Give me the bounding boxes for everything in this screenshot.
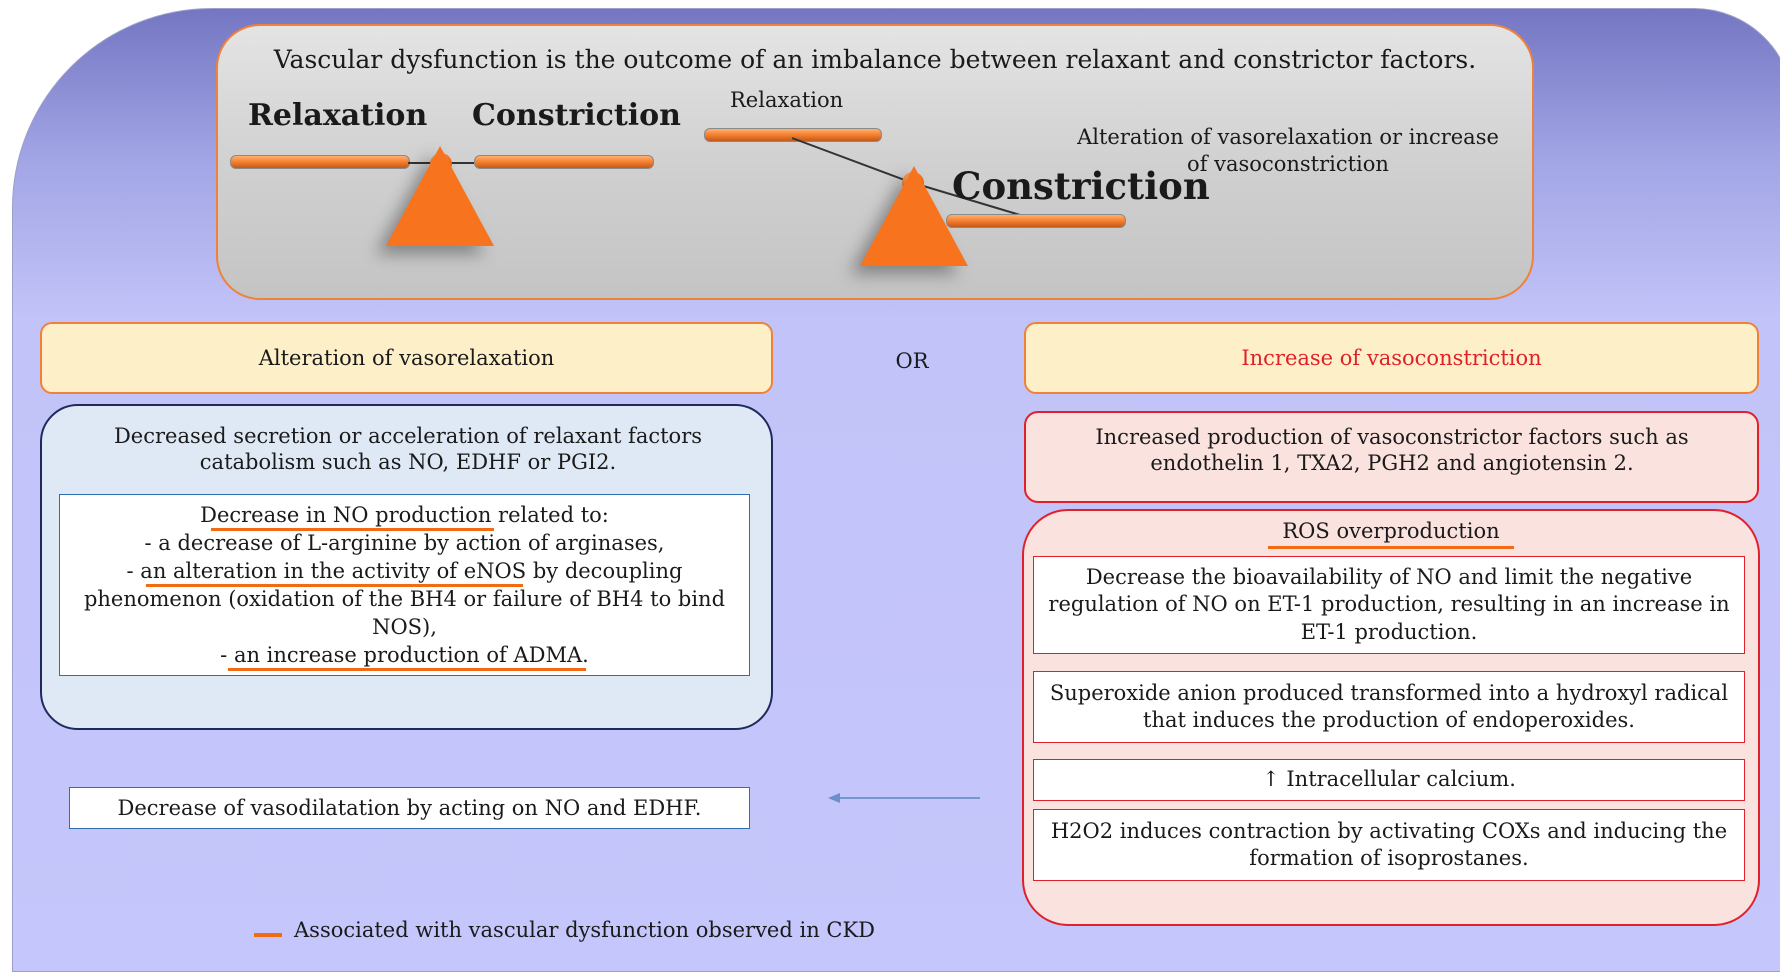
no-production-text: Decrease in NO production related to: - … — [64, 502, 745, 670]
ros-item-text: Decrease the bioavailability of NO and l… — [1048, 565, 1730, 644]
vasorelaxation-header: Alteration of vasorelaxation — [40, 322, 773, 394]
ros-item-text: H2O2 induces contraction by activating C… — [1050, 818, 1728, 870]
imbalance-note: Alteration of vasorelaxation or increase… — [1077, 125, 1499, 177]
legend-text: Associated with vascular dysfunction obs… — [294, 918, 875, 942]
no-production-line: - a decrease of L-arginine by action of … — [144, 530, 665, 555]
ckd-underline — [211, 528, 494, 531]
tilted-left-plank — [704, 128, 882, 142]
ros-item: H2O2 induces contraction by activating C… — [1033, 809, 1745, 881]
or-label: OR — [895, 349, 929, 373]
balanced-left-plank — [230, 155, 410, 169]
ros-item-text: Superoxide anion produced transformed in… — [1049, 680, 1729, 732]
ros-title: ROS overproduction — [1282, 519, 1500, 543]
no-production-line: - an increase production of ADMA. — [220, 642, 589, 667]
balanced-right-plank — [474, 155, 654, 169]
left-arrow — [828, 793, 980, 803]
balanced-fulcrum-triangle — [386, 146, 494, 246]
ros-item-text: ↑ Intracellular calcium. — [1262, 767, 1516, 792]
balanced-constriction-label: Constriction — [472, 98, 681, 133]
tilted-constriction-label: Constriction — [952, 164, 1210, 208]
no-production-line: NOS), — [372, 614, 437, 639]
vasoconstriction-header-label: Increase of vasoconstriction — [1241, 346, 1542, 370]
ckd-underline — [228, 668, 586, 671]
no-production-line: phenomenon (oxidation of the BH4 or fail… — [83, 586, 726, 611]
no-production-line: Decrease in NO production related to: — [200, 503, 609, 527]
vasoconstrictor-factors-text: Increased production of vasoconstrictor … — [1095, 425, 1689, 476]
vasorelaxation-header-label: Alteration of vasorelaxation — [258, 346, 555, 370]
no-production-line: - an alteration in the activity of eNOS … — [126, 558, 683, 583]
balanced-relaxation-label: Relaxation — [248, 98, 428, 133]
ckd-underline — [1268, 546, 1514, 549]
tilted-relaxation-label: Relaxation — [730, 88, 844, 112]
ros-item: Superoxide anion produced transformed in… — [1033, 671, 1745, 743]
ros-item: Decrease the bioavailability of NO and l… — [1033, 556, 1745, 654]
tilted-right-plank — [946, 214, 1126, 228]
legend-swatch — [254, 933, 282, 937]
vasodilatation-box: Decrease of vasodilatation by acting on … — [69, 787, 750, 829]
ckd-underline — [146, 584, 523, 587]
ros-item: ↑ Intracellular calcium. — [1033, 759, 1745, 801]
vasoconstriction-header: Increase of vasoconstriction — [1024, 322, 1759, 394]
vasodilatation-text: Decrease of vasodilatation by acting on … — [117, 796, 702, 820]
vasorelaxation-description: Decreased secretion or acceleration of r… — [113, 424, 703, 475]
imbalance-title: Vascular dysfunction is the outcome of a… — [273, 45, 1477, 74]
vasoconstrictor-factors-box — [1024, 411, 1759, 503]
